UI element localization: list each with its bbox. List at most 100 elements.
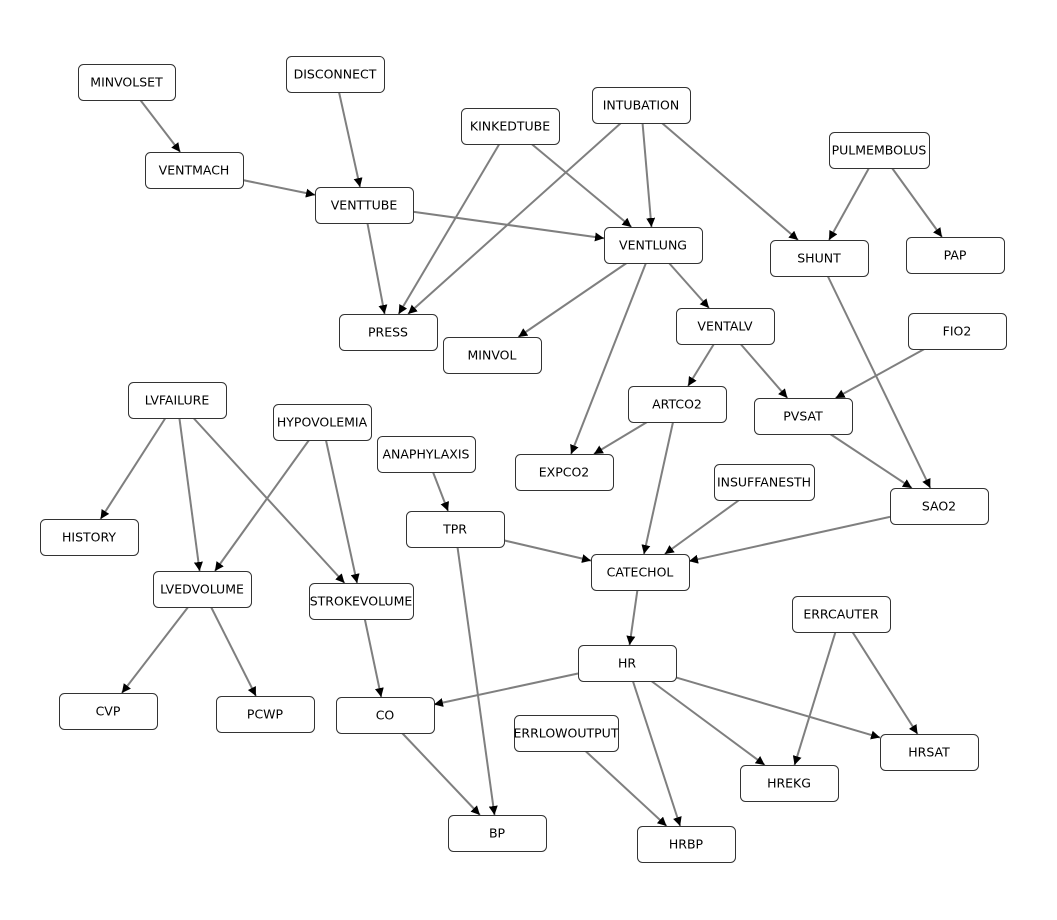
node-label: CO: [376, 708, 395, 723]
node-label: VENTMACH: [159, 163, 230, 178]
node-history: HISTORY: [40, 519, 139, 556]
node-label: FIO2: [943, 324, 972, 339]
node-box: [714, 464, 815, 501]
node-errlowoutput: ERRLOWOUTPUT: [514, 715, 619, 752]
node-label: LVEDVOLUME: [160, 582, 244, 597]
edge-hr-to-hrekg: [650, 680, 766, 766]
edge-strokevolume-to-co: [363, 618, 384, 698]
node-lvfailure: LVFAILURE: [128, 382, 227, 419]
node-label: SHUNT: [797, 251, 841, 266]
node-label: LVFAILURE: [145, 393, 210, 408]
node-label: PAP: [944, 248, 967, 263]
edge-hypovolemia-to-lvedvolume: [214, 439, 310, 572]
edge-pulmembolus-to-pap: [891, 167, 943, 238]
node-label: KINKEDTUBE: [470, 119, 550, 134]
edge-ventmach-to-venttube: [242, 179, 316, 198]
node-insuffanesth: INSUFFANESTH: [714, 464, 815, 501]
node-co: CO: [336, 697, 435, 734]
node-box: [153, 571, 252, 608]
edge-ventalv-to-pvsat: [739, 343, 789, 399]
edge-errcauter-to-hrsat: [851, 631, 919, 735]
edge-ventlung-to-ventalv: [668, 262, 710, 309]
node-box: [443, 337, 542, 374]
node-label: TPR: [442, 522, 467, 537]
edge-ventalv-to-artco2: [687, 343, 715, 387]
edge-errcauter-to-hrekg: [792, 631, 837, 766]
node-box: [770, 240, 869, 277]
node-label: HR: [618, 656, 636, 671]
node-box: [515, 454, 614, 491]
edge-anaphylaxis-to-tpr: [432, 471, 449, 512]
node-pvsat: PVSAT: [754, 398, 853, 435]
node-label: CVP: [96, 704, 121, 719]
nodes-layer: MINVOLSETDISCONNECTVENTMACHVENTTUBEKINKE…: [40, 56, 1007, 863]
node-pcwp: PCWP: [216, 696, 315, 733]
node-label: EXPCO2: [539, 465, 590, 480]
edges-layer: [99, 91, 943, 827]
node-hypovolemia: HYPOVOLEMIA: [273, 404, 372, 441]
node-kinkedtube: KINKEDTUBE: [461, 108, 560, 145]
node-lvedvolume: LVEDVOLUME: [153, 571, 252, 608]
node-label: HISTORY: [62, 530, 116, 545]
node-box: [309, 583, 414, 620]
edge-tpr-to-bp: [456, 546, 498, 816]
node-box: [880, 734, 979, 771]
edge-shunt-to-sao2: [826, 275, 932, 489]
node-venttube: VENTTUBE: [315, 187, 414, 224]
node-label: STROKEVOLUME: [310, 594, 413, 609]
node-box: [514, 715, 619, 752]
node-label: VENTLUNG: [619, 238, 687, 253]
edge-tpr-to-catechol: [503, 539, 592, 563]
node-press: PRESS: [339, 314, 438, 351]
node-box: [448, 815, 547, 852]
edge-artco2-to-expco2: [593, 421, 648, 455]
node-ventlung: VENTLUNG: [604, 227, 703, 264]
edge-pulmembolus-to-shunt: [828, 167, 870, 241]
edge-lvfailure-to-history: [99, 417, 167, 520]
node-label: HREKG: [767, 776, 811, 791]
node-hrsat: HRSAT: [880, 734, 979, 771]
edge-kinkedtube-to-ventlung: [530, 143, 633, 228]
node-minvol: MINVOL: [443, 337, 542, 374]
node-sao2: SAO2: [890, 488, 989, 525]
node-label: ANAPHYLAXIS: [382, 447, 469, 462]
node-box: [78, 64, 176, 101]
node-box: [145, 152, 244, 189]
edge-minvolset-to-ventmach: [139, 99, 181, 153]
node-label: VENTALV: [697, 319, 753, 334]
edge-lvedvolume-to-pcwp: [210, 606, 257, 697]
node-label: HRSAT: [908, 745, 950, 760]
node-box: [40, 519, 139, 556]
node-pap: PAP: [906, 237, 1005, 274]
node-label: ERRLOWOUTPUT: [514, 726, 619, 741]
node-label: MINVOL: [468, 348, 517, 363]
node-label: VENTTUBE: [331, 198, 398, 213]
node-label: INTUBATION: [603, 98, 680, 113]
node-label: PCWP: [247, 707, 284, 722]
node-cvp: CVP: [59, 693, 158, 730]
edge-hr-to-hrbp: [631, 680, 682, 827]
edge-artco2-to-catechol: [641, 421, 675, 555]
edge-hr-to-hrsat: [675, 676, 881, 740]
node-box: [592, 87, 691, 124]
node-box: [591, 554, 690, 591]
node-label: DISCONNECT: [294, 67, 377, 82]
node-anaphylaxis: ANAPHYLAXIS: [377, 436, 476, 473]
edge-intubation-to-press: [407, 122, 622, 315]
node-box: [578, 645, 677, 682]
edge-kinkedtube-to-press: [397, 143, 501, 315]
edge-errlowoutput-to-hrbp: [584, 750, 668, 827]
edge-sao2-to-catechol: [688, 515, 891, 564]
edge-venttube-to-press: [366, 222, 388, 315]
node-box: [754, 398, 853, 435]
node-tpr: TPR: [406, 511, 505, 548]
node-hrbp: HRBP: [637, 826, 736, 863]
node-box: [908, 313, 1007, 350]
edge-lvedvolume-to-cvp: [121, 606, 189, 694]
edge-hypovolemia-to-strokevolume: [324, 439, 360, 584]
node-box: [377, 436, 476, 473]
node-box: [315, 187, 414, 224]
edge-disconnect-to-venttube: [338, 91, 363, 188]
node-box: [286, 56, 385, 93]
edge-catechol-to-hr: [626, 589, 639, 646]
